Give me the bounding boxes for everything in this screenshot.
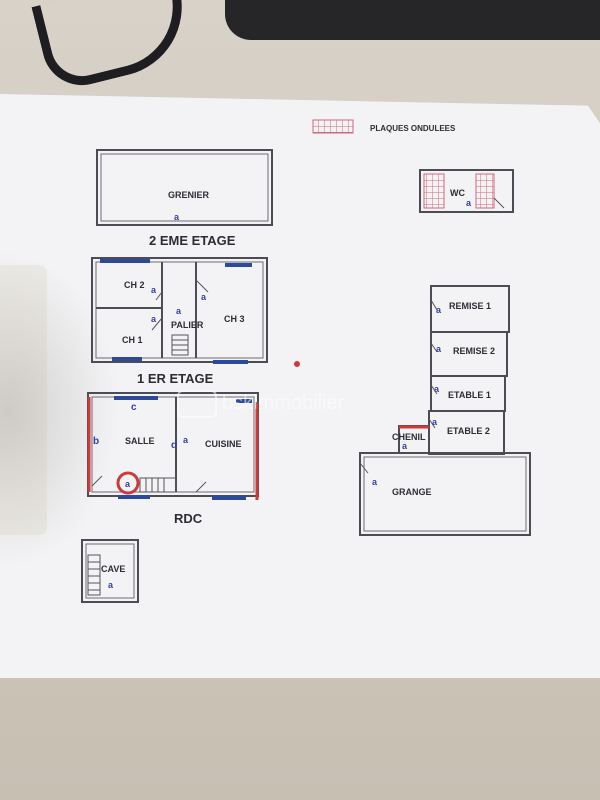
etable1-label: ETABLE 1 bbox=[448, 390, 491, 400]
marker-a-grenier: a bbox=[174, 212, 180, 222]
marker-b: b bbox=[93, 436, 99, 447]
marker-a-cuisine: a bbox=[183, 435, 189, 445]
marker-a-etable1: a bbox=[434, 384, 440, 394]
etable2-label: ETABLE 2 bbox=[447, 426, 490, 436]
ch3-label: CH 3 bbox=[224, 314, 245, 324]
marker-a-remise1: a bbox=[436, 305, 442, 315]
marker-a-grange: a bbox=[372, 477, 378, 487]
grange-label: GRANGE bbox=[392, 487, 432, 497]
marker-a-cave: a bbox=[108, 580, 114, 590]
outbuildings-plan: REMISE 1 REMISE 2 ETABLE 1 ETABLE 2 CHEN… bbox=[359, 285, 531, 536]
ground-floor-plan: SALLE CUISINE b c d a a bbox=[87, 392, 259, 500]
marker-d: d bbox=[171, 440, 177, 451]
sheet-shadow bbox=[0, 250, 120, 570]
marker-a-chenil: a bbox=[402, 441, 408, 451]
palier-label: PALIER bbox=[171, 320, 204, 330]
marker-a-ch3: a bbox=[201, 292, 207, 302]
background-note-paper bbox=[0, 265, 47, 535]
marker-a-ch2: a bbox=[151, 285, 157, 295]
marker-a-ch1: a bbox=[151, 314, 157, 324]
grenier-label: GRENIER bbox=[168, 190, 210, 200]
legend-plaques-ondulees: PLAQUES ONDULEES bbox=[370, 124, 456, 133]
grenier-room: GRENIER a bbox=[96, 149, 273, 226]
first-floor-title: 1 ER ETAGE bbox=[137, 371, 214, 386]
watermark: bskimmobilier bbox=[177, 390, 345, 418]
second-floor-title: 2 EME ETAGE bbox=[149, 233, 236, 248]
wc-label: WC bbox=[450, 188, 465, 198]
marker-c: c bbox=[131, 402, 137, 413]
marker-a-remise2: a bbox=[436, 344, 442, 354]
chenil-label: CHENIL bbox=[392, 432, 426, 442]
plaques-ondulees-swatch bbox=[312, 119, 354, 134]
ground-floor-title: RDC bbox=[174, 511, 203, 526]
black-device bbox=[225, 0, 600, 40]
salle-label: SALLE bbox=[125, 436, 155, 446]
first-floor-plan: CH 2 CH 1 PALIER CH 3 a a a a bbox=[91, 257, 268, 364]
ch2-label: CH 2 bbox=[124, 280, 145, 290]
watermark-text: bskimmobilier bbox=[222, 392, 345, 414]
remise2-label: REMISE 2 bbox=[453, 346, 495, 356]
remise1-label: REMISE 1 bbox=[449, 301, 491, 311]
cuisine-label: CUISINE bbox=[205, 439, 242, 449]
marker-a-palier: a bbox=[176, 306, 182, 316]
ch1-label: CH 1 bbox=[122, 335, 143, 345]
cave-room: CAVE a bbox=[81, 539, 139, 603]
watermark-logo-icon bbox=[177, 390, 217, 418]
marker-a-etable2: a bbox=[432, 417, 438, 427]
marker-a-wc: a bbox=[466, 198, 472, 208]
red-dot-marker bbox=[294, 361, 300, 367]
wc-building: WC a bbox=[419, 169, 514, 213]
marker-a-salle: a bbox=[125, 479, 131, 489]
cave-label: CAVE bbox=[101, 564, 125, 574]
